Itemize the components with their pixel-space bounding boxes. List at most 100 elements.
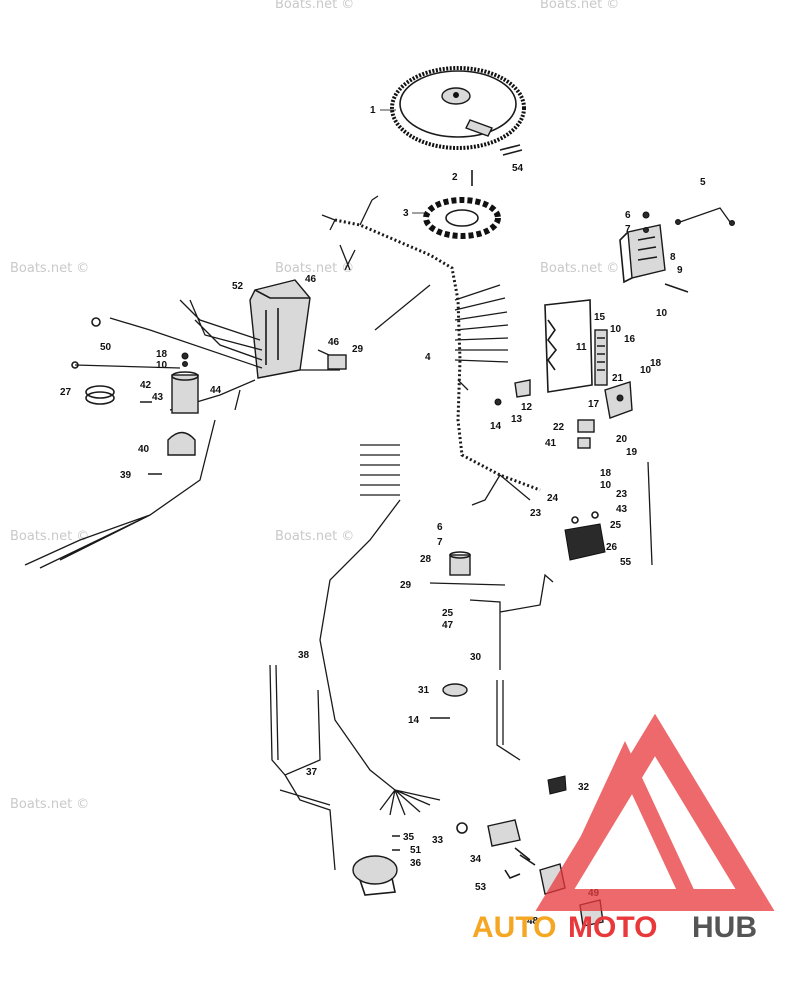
nut-33	[456, 822, 468, 834]
callout-14-top: 14	[490, 421, 502, 432]
callout-37: 37	[306, 767, 318, 778]
callout-53: 53	[475, 882, 487, 893]
callout-11: 11	[576, 342, 587, 353]
callout-47: 47	[442, 620, 454, 631]
callout-48: 48	[527, 916, 539, 927]
callout-33: 33	[432, 835, 444, 846]
watermark-4: Boats.net ©	[275, 261, 354, 276]
callout-10-mid: 10	[610, 324, 622, 335]
callout-7-top: 7	[625, 224, 631, 235]
callout-28: 28	[420, 554, 432, 565]
callout-2: 2	[452, 172, 458, 183]
callout-1: 1	[370, 105, 376, 116]
callout-43-r: 43	[616, 504, 628, 515]
callout-6-mid: 6	[437, 522, 443, 533]
coil-band	[85, 385, 115, 405]
callout-27: 27	[60, 387, 72, 398]
callout-20: 20	[616, 434, 628, 445]
logo-triangle-icon	[535, 713, 775, 911]
coil-clamp	[167, 431, 196, 456]
callout-23-r: 23	[616, 489, 628, 500]
callout-38: 38	[298, 650, 310, 661]
wire-29-lower	[429, 582, 506, 586]
wire-29-upper	[374, 284, 431, 331]
starter-solenoid	[564, 511, 606, 561]
harness-38	[319, 444, 441, 816]
coil-screws	[140, 352, 189, 475]
callout-52: 52	[232, 281, 244, 292]
battery-cable-55	[647, 461, 653, 566]
watermark-3: Boats.net ©	[10, 261, 89, 276]
ground-lead	[675, 207, 735, 226]
callout-31: 31	[418, 685, 430, 696]
logo-text-hub: HUB	[692, 911, 757, 944]
flywheel	[390, 66, 526, 150]
choke-solenoid	[449, 551, 471, 576]
callout-35: 35	[403, 832, 415, 843]
callout-25-mid: 25	[442, 608, 454, 619]
callout-4: 4	[425, 352, 431, 363]
callout-50: 50	[100, 342, 112, 353]
rectifier	[619, 224, 666, 284]
watermark-layer: Boats.net © Boats.net © Boats.net © Boat…	[10, 0, 619, 812]
terminal-board	[544, 299, 608, 393]
ignition-coil	[171, 371, 199, 414]
callout-44: 44	[210, 385, 222, 396]
watermark-7: Boats.net ©	[275, 529, 354, 544]
callout-8: 8	[670, 252, 676, 263]
spark-plug-lead	[300, 349, 347, 371]
callout-5: 5	[700, 177, 706, 188]
rectifier-screws	[642, 211, 689, 293]
callout-41: 41	[545, 438, 557, 449]
watermark-5: Boats.net ©	[540, 261, 619, 276]
callout-29-top: 29	[352, 344, 364, 355]
callout-46-a: 46	[305, 274, 317, 285]
watermark-2: Boats.net ©	[540, 0, 619, 12]
callout-22: 22	[553, 422, 565, 433]
warning-horn	[352, 855, 398, 896]
callout-19: 19	[626, 447, 638, 458]
connector-12-13	[494, 379, 531, 406]
callout-17: 17	[588, 399, 600, 410]
switch-box-leads	[24, 299, 263, 569]
callout-32: 32	[578, 782, 590, 793]
callout-40: 40	[138, 444, 150, 455]
callout-42: 42	[140, 380, 152, 391]
callout-16: 16	[624, 334, 636, 345]
watermark-1: Boats.net ©	[275, 0, 354, 12]
switch-box	[249, 279, 311, 379]
fuse-41	[577, 437, 591, 449]
callout-13: 13	[511, 414, 523, 425]
callout-3: 3	[403, 208, 409, 219]
callout-55: 55	[620, 557, 632, 568]
callout-36: 36	[410, 858, 422, 869]
callout-30: 30	[470, 652, 482, 663]
key-switch	[487, 819, 536, 879]
callout-6-top: 6	[625, 210, 631, 221]
stator	[423, 197, 501, 239]
callout-14-bot: 14	[408, 715, 420, 726]
horn-screws	[392, 835, 400, 851]
clamp-31	[442, 683, 468, 697]
callout-43-left: 43	[152, 392, 164, 403]
main-wire-harness	[321, 195, 541, 506]
callout-46-b: 46	[328, 337, 340, 348]
logo-text-auto: AUTO	[472, 911, 556, 944]
callout-10-bot: 10	[600, 480, 612, 491]
callout-15: 15	[594, 312, 606, 323]
callout-34: 34	[470, 854, 482, 865]
callout-18-bot: 18	[600, 468, 612, 479]
callout-10-top: 10	[656, 308, 668, 319]
fuse-22	[577, 419, 595, 433]
callout-39: 39	[120, 470, 132, 481]
watermark-8: Boats.net ©	[10, 797, 89, 812]
autmotohub-logo: AUTO MOTO HUB	[472, 713, 775, 944]
bracket-17-21	[604, 381, 633, 419]
callout-25-top: 25	[610, 520, 622, 531]
callout-12: 12	[521, 402, 533, 413]
lead-wire-50	[71, 361, 181, 369]
callout-24: 24	[547, 493, 559, 504]
flywheel-key	[499, 144, 523, 156]
callout-18-left: 18	[156, 349, 168, 360]
